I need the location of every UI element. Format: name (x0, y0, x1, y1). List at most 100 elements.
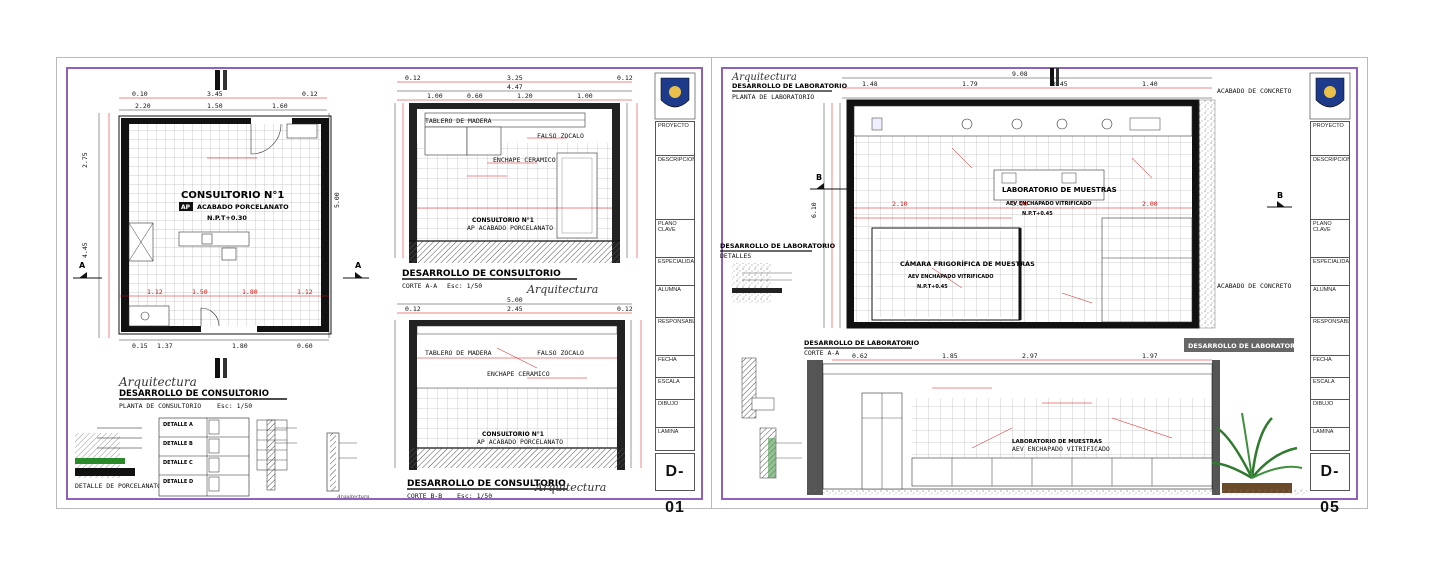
elev-bottom-scale: Esc: 1/50 (457, 492, 492, 500)
crest-logo (654, 72, 696, 120)
cold-room-title: CÁMARA FRIGORÍFICA DE MUESTRAS (900, 259, 1035, 268)
section-mark-a-right: A (355, 261, 362, 270)
tb-escala: ESCALA (1311, 378, 1349, 400)
svg-text:1.40: 1.40 (1142, 80, 1158, 88)
lab-elev-finish: AEV ENCHAPADO VITRIFICADO (1012, 445, 1110, 453)
tb-descripcion: DESCRIPCION (1311, 156, 1349, 220)
sheet-d01-drawing: 0.10 3.45 0.12 2.20 1.50 1.60 2.75 4.45 5.00 (73, 70, 696, 500)
details-group: DETALLE DE PORCELANATO DETALLE A DETALLE… (75, 417, 369, 500)
plan-level: N.P.T+0.30 (207, 214, 247, 222)
svg-text:ENCHAPE CERAMICO: ENCHAPE CERAMICO (493, 156, 556, 164)
svg-text:2.75: 2.75 (81, 152, 89, 168)
svg-text:9.08: 9.08 (1012, 70, 1028, 78)
tb-escala: ESCALA (656, 378, 694, 400)
plan-drawing-title: DESARROLLO DE CONSULTORIO (119, 389, 269, 399)
sheet-frame (66, 67, 703, 500)
lab-elev-title: DESARROLLO DE LABORATORIO (804, 339, 920, 347)
plan-room-title: CONSULTORIO N°1 (181, 190, 284, 201)
tb-especialidad: ESPECIALIDAD (656, 258, 694, 286)
svg-text:6.10: 6.10 (810, 202, 818, 218)
detail-caption-right: Arquitectura (336, 494, 369, 500)
tb-proyecto: PROYECTO (656, 122, 694, 156)
svg-text:1.37: 1.37 (157, 342, 173, 350)
lab-details: DESARROLLO DE LABORATORIO DETALLES (720, 242, 836, 479)
svg-text:0.12: 0.12 (617, 74, 633, 82)
svg-text:3.25: 3.25 (507, 74, 523, 82)
elev-top-scale: Esc: 1/50 (447, 282, 482, 290)
sheet-number: D-05 (1310, 453, 1350, 516)
tb-fecha: FECHA (1311, 356, 1349, 378)
svg-text:1.60: 1.60 (272, 102, 288, 110)
svg-text:4.47: 4.47 (507, 83, 523, 91)
sheet-number: D-01 (655, 453, 695, 516)
svg-text:2.97: 2.97 (1022, 352, 1038, 360)
svg-text:1.97: 1.97 (1142, 352, 1158, 360)
detail-label-a: DETALLE A (163, 422, 193, 428)
title-block: PROYECTO DESCRIPCION PLANO CLAVE ESPECIA… (655, 121, 695, 451)
lab-side-label: DESARROLLO DE LABORATORIO (720, 242, 836, 250)
lab-section-mark-left: B (816, 173, 822, 182)
detail-caption-left: DETALLE DE PORCELANATO (75, 482, 161, 490)
svg-text:1.12: 1.12 (297, 288, 313, 296)
tb-responsable: RESPONSABLE (656, 318, 694, 356)
svg-text:0.12: 0.12 (405, 305, 421, 313)
svg-text:3.45: 3.45 (207, 90, 223, 98)
lab-header-sub: PLANTA DE LABORATORIO (732, 93, 814, 101)
svg-text:ACABADO DE CONCRETO: ACABADO DE CONCRETO (1217, 87, 1291, 95)
crest-logo (1309, 72, 1351, 120)
tb-responsable: RESPONSABLE (1311, 318, 1349, 356)
plan-scale: Esc: 1/50 (217, 402, 252, 410)
tb-lamina: LAMINA (1313, 429, 1334, 435)
plan-signature: Arquitectura (118, 375, 197, 389)
cold-room-finish: AEV ENCHAPADO VITRIFICADO (908, 274, 994, 280)
elev-bottom-room: CONSULTORIO N°1 (482, 431, 544, 438)
lab-banner: DESARROLLO DE LABORATORIO (1188, 342, 1304, 350)
svg-text:0.62: 0.62 (852, 352, 868, 360)
elev-top-room: CONSULTORIO N°1 (472, 217, 534, 224)
tb-dibujo: DIBUJO (656, 400, 694, 428)
sheet-d01: 0.10 3.45 0.12 2.20 1.50 1.60 2.75 4.45 5.00 (56, 57, 713, 516)
elev-top-title: DESARROLLO DE CONSULTORIO (402, 269, 561, 279)
svg-text:1.80: 1.80 (232, 342, 248, 350)
svg-text:0.10: 0.10 (132, 90, 148, 98)
elev-top-finish: AP ACABADO PORCELANATO (467, 224, 553, 232)
svg-text:1.50: 1.50 (192, 288, 208, 296)
detail-label-c: DETALLE C (163, 460, 193, 466)
sheet-frame (721, 67, 1358, 500)
sheet-d05-drawing: Arquitectura DESARROLLO DE LABORATORIO P… (720, 68, 1351, 495)
svg-text:1.20: 1.20 (517, 92, 533, 100)
plan-finish-label: ACABADO PORCELANATO (197, 203, 289, 211)
svg-text:TABLERO DE MADERA: TABLERO DE MADERA (425, 349, 492, 357)
svg-text:4.45: 4.45 (81, 242, 89, 258)
lab-room-title: LABORATORIO DE MUESTRAS (1002, 186, 1117, 194)
elev-top-subtitle: CORTE A-A (402, 282, 437, 290)
elev-bottom-title: DESARROLLO DE CONSULTORIO (407, 479, 566, 489)
svg-text:1.00: 1.00 (577, 92, 593, 100)
svg-text:5.00: 5.00 (507, 296, 523, 304)
tb-lamina: LAMINA (658, 429, 679, 435)
svg-text:3.45: 3.45 (1052, 80, 1068, 88)
lab-level: N.P.T+0.45 (1022, 211, 1053, 217)
cold-room-level: N.P.T+0.45 (917, 284, 948, 290)
tb-alumna: ALUMNA (656, 286, 694, 318)
lab-elevation: DESARROLLO DE LABORATORIO CORTE A-A DESA… (804, 338, 1307, 495)
tb-dibujo: DIBUJO (1311, 400, 1349, 428)
lab-elev-subtitle: CORTE A-A (804, 349, 839, 357)
lab-elev-room: LABORATORIO DE MUESTRAS (1012, 439, 1102, 445)
svg-text:2.00: 2.00 (1142, 200, 1158, 208)
svg-text:1.80: 1.80 (242, 288, 258, 296)
svg-text:1.00: 1.00 (427, 92, 443, 100)
svg-text:0.12: 0.12 (617, 305, 633, 313)
sheet-d05: Arquitectura DESARROLLO DE LABORATORIO P… (711, 57, 1368, 516)
plan-finish-code: AP (181, 204, 191, 211)
elev-bottom-signature: Arquitectura (534, 481, 606, 494)
svg-text:2.20: 2.20 (135, 102, 151, 110)
svg-text:1.50: 1.50 (207, 102, 223, 110)
plan-subtitle: PLANTA DE CONSULTORIO (119, 402, 201, 410)
tb-especialidad: ESPECIALIDAD (1311, 258, 1349, 286)
svg-text:0.12: 0.12 (405, 74, 421, 82)
